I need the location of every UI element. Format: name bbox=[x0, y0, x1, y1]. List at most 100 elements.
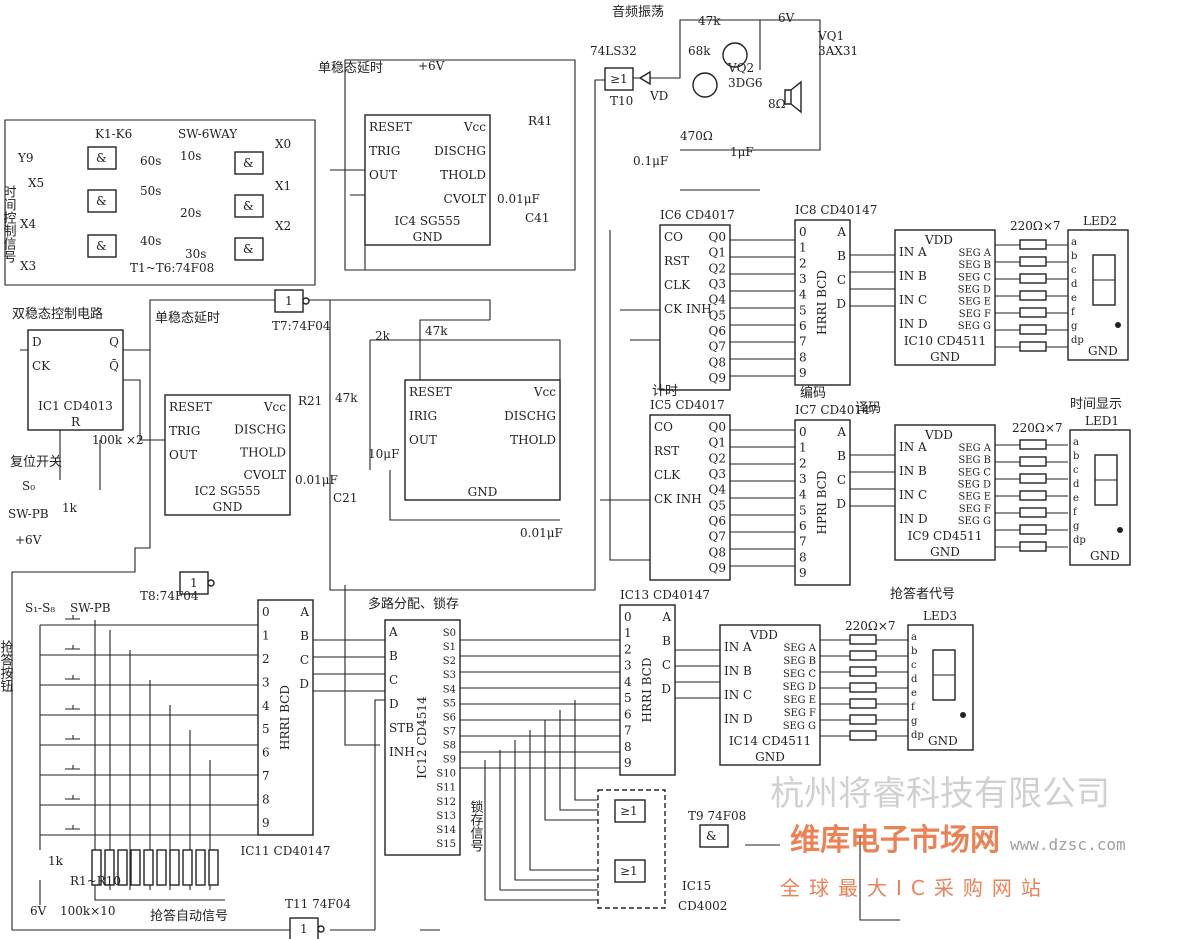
and-symbol: & bbox=[243, 242, 254, 256]
ic5-pin-right: Q3 bbox=[709, 467, 726, 481]
ic13-pin-left: 9 bbox=[624, 756, 632, 770]
ic14-pin-right: SEG F bbox=[784, 708, 816, 719]
ic7-pin-left: 6 bbox=[799, 519, 807, 533]
ic11-pin-left: 3 bbox=[262, 675, 270, 689]
ic6-pin-right: Q2 bbox=[709, 261, 726, 275]
ic4-name: IC4 SG555 bbox=[394, 214, 460, 228]
ic14-pin-right: SEG E bbox=[783, 695, 816, 706]
push-button-icon bbox=[55, 825, 80, 836]
ic9-pin-right: SEG F bbox=[959, 504, 991, 515]
ic6-pin-right: Q7 bbox=[709, 340, 726, 354]
ic6-pin-right: Q5 bbox=[709, 308, 726, 322]
ic11-pin-right: B bbox=[300, 629, 309, 643]
ic12-pin-right: S2 bbox=[443, 656, 456, 667]
ic6-pin-right: Q8 bbox=[709, 355, 726, 369]
ic8-pin-left: 8 bbox=[799, 350, 807, 364]
ic7-pin-right: B bbox=[837, 449, 846, 463]
vq2-type-label: 3DG6 bbox=[728, 76, 762, 90]
resistor-icon bbox=[849, 650, 877, 661]
led1-pin: f bbox=[1073, 507, 1078, 518]
ic12-pin-right: S7 bbox=[443, 726, 456, 737]
ic3-pin-left: OUT bbox=[409, 433, 437, 447]
led2-pin: c bbox=[1071, 265, 1077, 276]
ic12-pin-right: S1 bbox=[443, 642, 456, 653]
x-signal-label: X3 bbox=[20, 259, 36, 273]
diode-icon bbox=[638, 70, 651, 86]
led1-pin: g bbox=[1073, 521, 1080, 532]
resistor-icon bbox=[849, 634, 877, 645]
ic8-pin-left: 9 bbox=[799, 366, 807, 380]
ic14-name: IC14 CD4511 bbox=[729, 734, 811, 748]
resistor-icon bbox=[1019, 307, 1047, 318]
and-symbol: & bbox=[243, 199, 254, 213]
ic12-pin-right: S14 bbox=[436, 825, 456, 836]
k1k6-label: K1-K6 bbox=[95, 127, 132, 141]
ic9-pin-right: SEG B bbox=[958, 455, 991, 466]
ic9-bottom-label: GND bbox=[930, 545, 960, 559]
led2-pin: f bbox=[1071, 307, 1076, 318]
vq2-label: VQ2 bbox=[727, 61, 754, 75]
ic11-pin-left: 1 bbox=[262, 628, 270, 642]
resistor-icon bbox=[195, 849, 206, 886]
decode-label: 译码 bbox=[855, 401, 881, 416]
resistor-icon bbox=[1019, 341, 1047, 352]
r220a-label: 220Ω×7 bbox=[1010, 219, 1061, 233]
r2k-label: 2k bbox=[375, 329, 391, 343]
c001-a-label: 0.01μF bbox=[497, 192, 540, 206]
plus6v-label: +6V bbox=[418, 59, 445, 73]
ic10-bottom-label: GND bbox=[930, 350, 960, 364]
ic13-pin-left: 5 bbox=[624, 691, 632, 705]
ic8-title: IC8 CD40147 bbox=[795, 203, 877, 217]
auto-sig-label: 抢答自动信号 bbox=[150, 908, 228, 924]
ic8-function: HRRI BCD bbox=[815, 270, 829, 335]
push-button-icon bbox=[55, 645, 80, 656]
ic7-pin-left: 2 bbox=[799, 456, 807, 470]
ic11-body bbox=[257, 599, 314, 836]
ic8-pin-left: 7 bbox=[799, 335, 807, 349]
inverter-symbol: 1 bbox=[285, 294, 293, 308]
ic12-pin-left: B bbox=[389, 649, 398, 663]
push-button-icon bbox=[55, 765, 80, 776]
led2-gnd: GND bbox=[1088, 344, 1118, 358]
ic5-pin-right: Q4 bbox=[709, 483, 727, 497]
c001-b-label: 0.01μF bbox=[295, 473, 338, 487]
ic1-pin-right: Q̄ bbox=[109, 358, 119, 373]
ic4-pin-right: DISCHG bbox=[434, 144, 486, 158]
ic5-body bbox=[649, 414, 731, 581]
resistor-icon bbox=[1019, 239, 1047, 250]
ic8-pin-left: 0 bbox=[799, 225, 807, 239]
led1-pin: b bbox=[1073, 451, 1079, 462]
ic14-pin-left: IN D bbox=[724, 712, 753, 726]
ic14-pin-right: SEG G bbox=[783, 721, 816, 732]
ic4-pin-left: RESET bbox=[369, 120, 412, 134]
ic9-pin-left: IN A bbox=[899, 440, 927, 454]
reset-sw-label: 复位开关 bbox=[10, 455, 62, 470]
and-symbol: & bbox=[96, 239, 107, 253]
ic9-vdd-label: VDD bbox=[924, 428, 953, 442]
s0-label: S₀ bbox=[22, 479, 35, 493]
logic-gates: &&&&&&111≥1&≥1≥1 bbox=[87, 67, 729, 939]
ic10-pin-right: SEG D bbox=[958, 285, 991, 296]
resistor-icon bbox=[1019, 290, 1047, 301]
ic12-pin-right: S4 bbox=[443, 684, 456, 695]
ic2-name: IC2 SG555 bbox=[194, 484, 260, 498]
r41-label: R41 bbox=[528, 114, 552, 128]
t7-label: T7:74F04 bbox=[272, 319, 331, 333]
ic6-pin-right: Q1 bbox=[709, 246, 726, 260]
ic11-bottom-label: IC11 CD40147 bbox=[241, 844, 331, 858]
ic10-body bbox=[894, 229, 996, 366]
ic12-pin-right: S3 bbox=[443, 670, 456, 681]
r100k10-label: 100k×10 bbox=[60, 904, 116, 918]
led3-pin: c bbox=[911, 660, 917, 671]
resistor-icon bbox=[104, 849, 115, 886]
t1t6-label: T1~T6:74F08 bbox=[130, 261, 214, 275]
ic5-pin-right: Q8 bbox=[709, 545, 726, 559]
and-symbol: & bbox=[96, 194, 107, 208]
r68k-label: 68k bbox=[688, 44, 711, 58]
push-button-icon bbox=[55, 735, 80, 746]
ic4-body bbox=[364, 114, 491, 246]
resistor-icon bbox=[1019, 256, 1047, 267]
